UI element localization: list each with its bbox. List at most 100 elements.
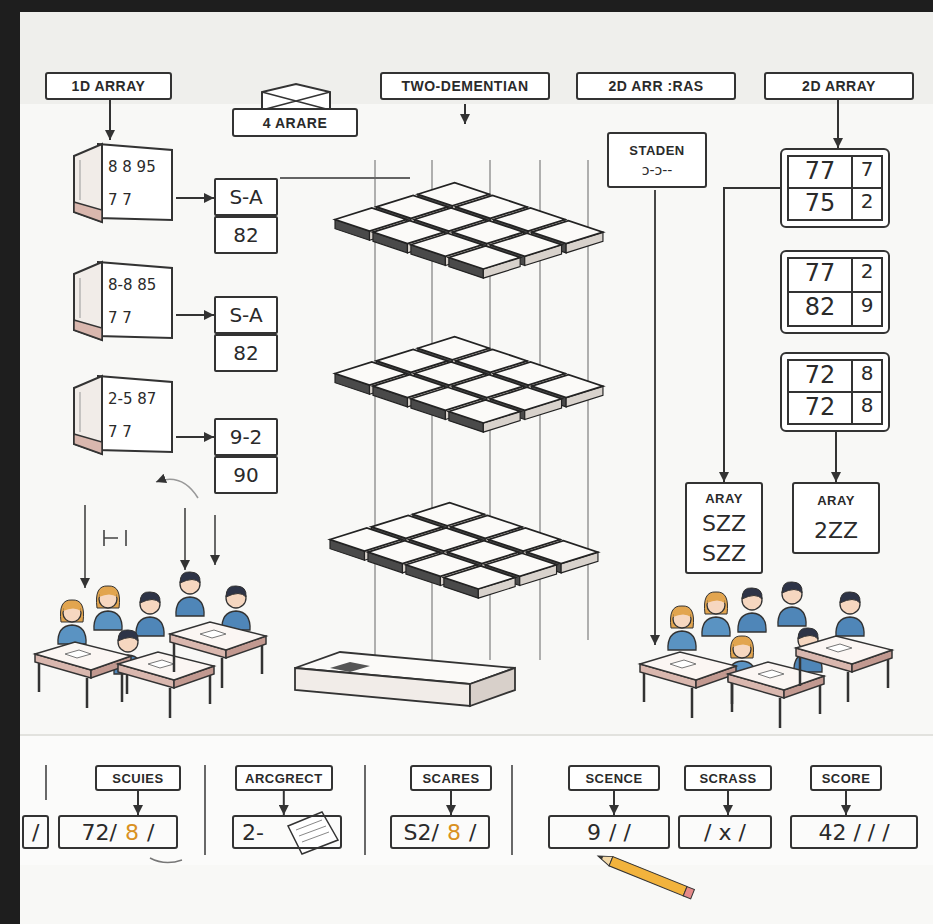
score-value: / (32, 820, 39, 845)
header-text: 1D ARRAY (72, 78, 146, 94)
folder-strip (74, 434, 102, 454)
down-arrow (214, 515, 216, 565)
matrix-value: 7 (853, 157, 881, 189)
score-value: 9 (587, 820, 601, 845)
pencil-body (609, 857, 687, 896)
score-value: 8 (447, 820, 461, 845)
envelope-icon (262, 84, 330, 110)
paper-lines (296, 820, 329, 842)
connector-arrow (176, 436, 214, 438)
folder-digits: 7 7 (108, 423, 132, 441)
desk (796, 636, 892, 702)
folder-flap (74, 376, 102, 454)
student (222, 586, 250, 630)
array-text: ARAY (817, 493, 855, 508)
label-text: SCENCE (585, 771, 642, 786)
header-text: TWO-DEMENTIAN (401, 78, 528, 94)
value-cell: 9-2 (214, 418, 278, 456)
layer-middle (335, 337, 603, 432)
folder-outline (68, 258, 176, 344)
label-text: SCUIES (112, 771, 163, 786)
matrix-value: 8 (853, 361, 881, 393)
student (778, 582, 806, 626)
score-value: 2- (242, 820, 264, 845)
matrix-grid: 772829 (787, 257, 883, 327)
header-text: 4 ARARE (263, 115, 327, 131)
subject-label: SCARES (410, 765, 492, 791)
cell-value: 90 (233, 463, 258, 487)
score-value: / (147, 820, 154, 845)
classroom-right (640, 582, 892, 728)
subject-label: SCRASS (684, 765, 772, 791)
curved-arrow (156, 479, 198, 498)
subject-label: SCENCE (568, 765, 660, 791)
base-mark (330, 662, 370, 672)
connector-arrow (176, 197, 214, 199)
value-cell: S-A (214, 296, 278, 334)
connector-arrow (283, 791, 285, 815)
label-text: SCARES (422, 771, 479, 786)
tile-layer (335, 183, 603, 278)
folder-strip (74, 202, 102, 222)
matrix-value: 77 (789, 259, 853, 293)
header-box: 2D ARR :RAS (576, 72, 736, 100)
header-text: 2D ARR :RAS (608, 78, 703, 94)
score-value: / x / (704, 820, 746, 845)
score-box: / x / (678, 815, 772, 849)
folder-outline (68, 140, 176, 226)
desk (170, 622, 266, 688)
folder-digits: 2-5 87 (108, 390, 156, 408)
connector-arrow (450, 791, 452, 815)
folder-page (98, 376, 172, 452)
tile-layer (330, 503, 598, 598)
folder-digits: 7 7 (108, 309, 132, 327)
matrix-grid: 777752 (787, 155, 883, 221)
array-box: ARAYSZZSZZ (685, 482, 763, 574)
folder-outline (68, 372, 176, 458)
subject-label: SCUIES (95, 765, 181, 791)
matrix-card: 772829 (780, 250, 890, 334)
student (136, 592, 164, 636)
header-band (20, 12, 933, 104)
folder-strip (74, 320, 102, 340)
folder-flap (74, 144, 102, 222)
footer-band (20, 735, 933, 865)
desk (640, 652, 736, 718)
connector-arrow (137, 791, 139, 815)
folder-fold (80, 160, 81, 200)
connector-arrow (837, 100, 839, 148)
cell-value: 9-2 (230, 425, 263, 449)
array-text: ARAY (705, 491, 743, 506)
array-stack (295, 183, 603, 706)
separator (45, 765, 47, 800)
matrix-value: 9 (853, 293, 881, 325)
header-box: 1D ARRAY (45, 72, 172, 100)
connector-arrow (835, 432, 837, 482)
label-text: ARCGRECT (245, 771, 323, 786)
down-arrow (184, 508, 186, 570)
separators (46, 765, 512, 855)
frame-edge (0, 0, 20, 924)
matrix-card: 728728 (780, 352, 890, 432)
frame-edge (0, 0, 933, 12)
header-box: TWO-DEMENTIAN (380, 72, 550, 100)
score-box: 72/8/ (58, 815, 178, 849)
box-text: ɔ-ɔ-- (642, 162, 673, 178)
pencil-eraser (683, 887, 694, 899)
score-value: / / (609, 820, 631, 845)
layer-top (335, 183, 603, 278)
separator (511, 765, 513, 855)
down-arrow (654, 190, 656, 645)
down-arrow (464, 104, 466, 124)
desk (35, 642, 131, 708)
connector-arrow (176, 314, 214, 316)
matrix-card: 777752 (780, 148, 890, 228)
score-value: S2/ (404, 820, 439, 845)
cell-value: 82 (233, 223, 258, 247)
value-cell: 82 (214, 216, 278, 254)
band-line (20, 734, 933, 736)
student-box: STADENɔ-ɔ-- (607, 132, 707, 188)
folder-digits: 7 7 (108, 191, 132, 209)
student (94, 586, 122, 630)
matrix-value: 72 (789, 393, 853, 423)
